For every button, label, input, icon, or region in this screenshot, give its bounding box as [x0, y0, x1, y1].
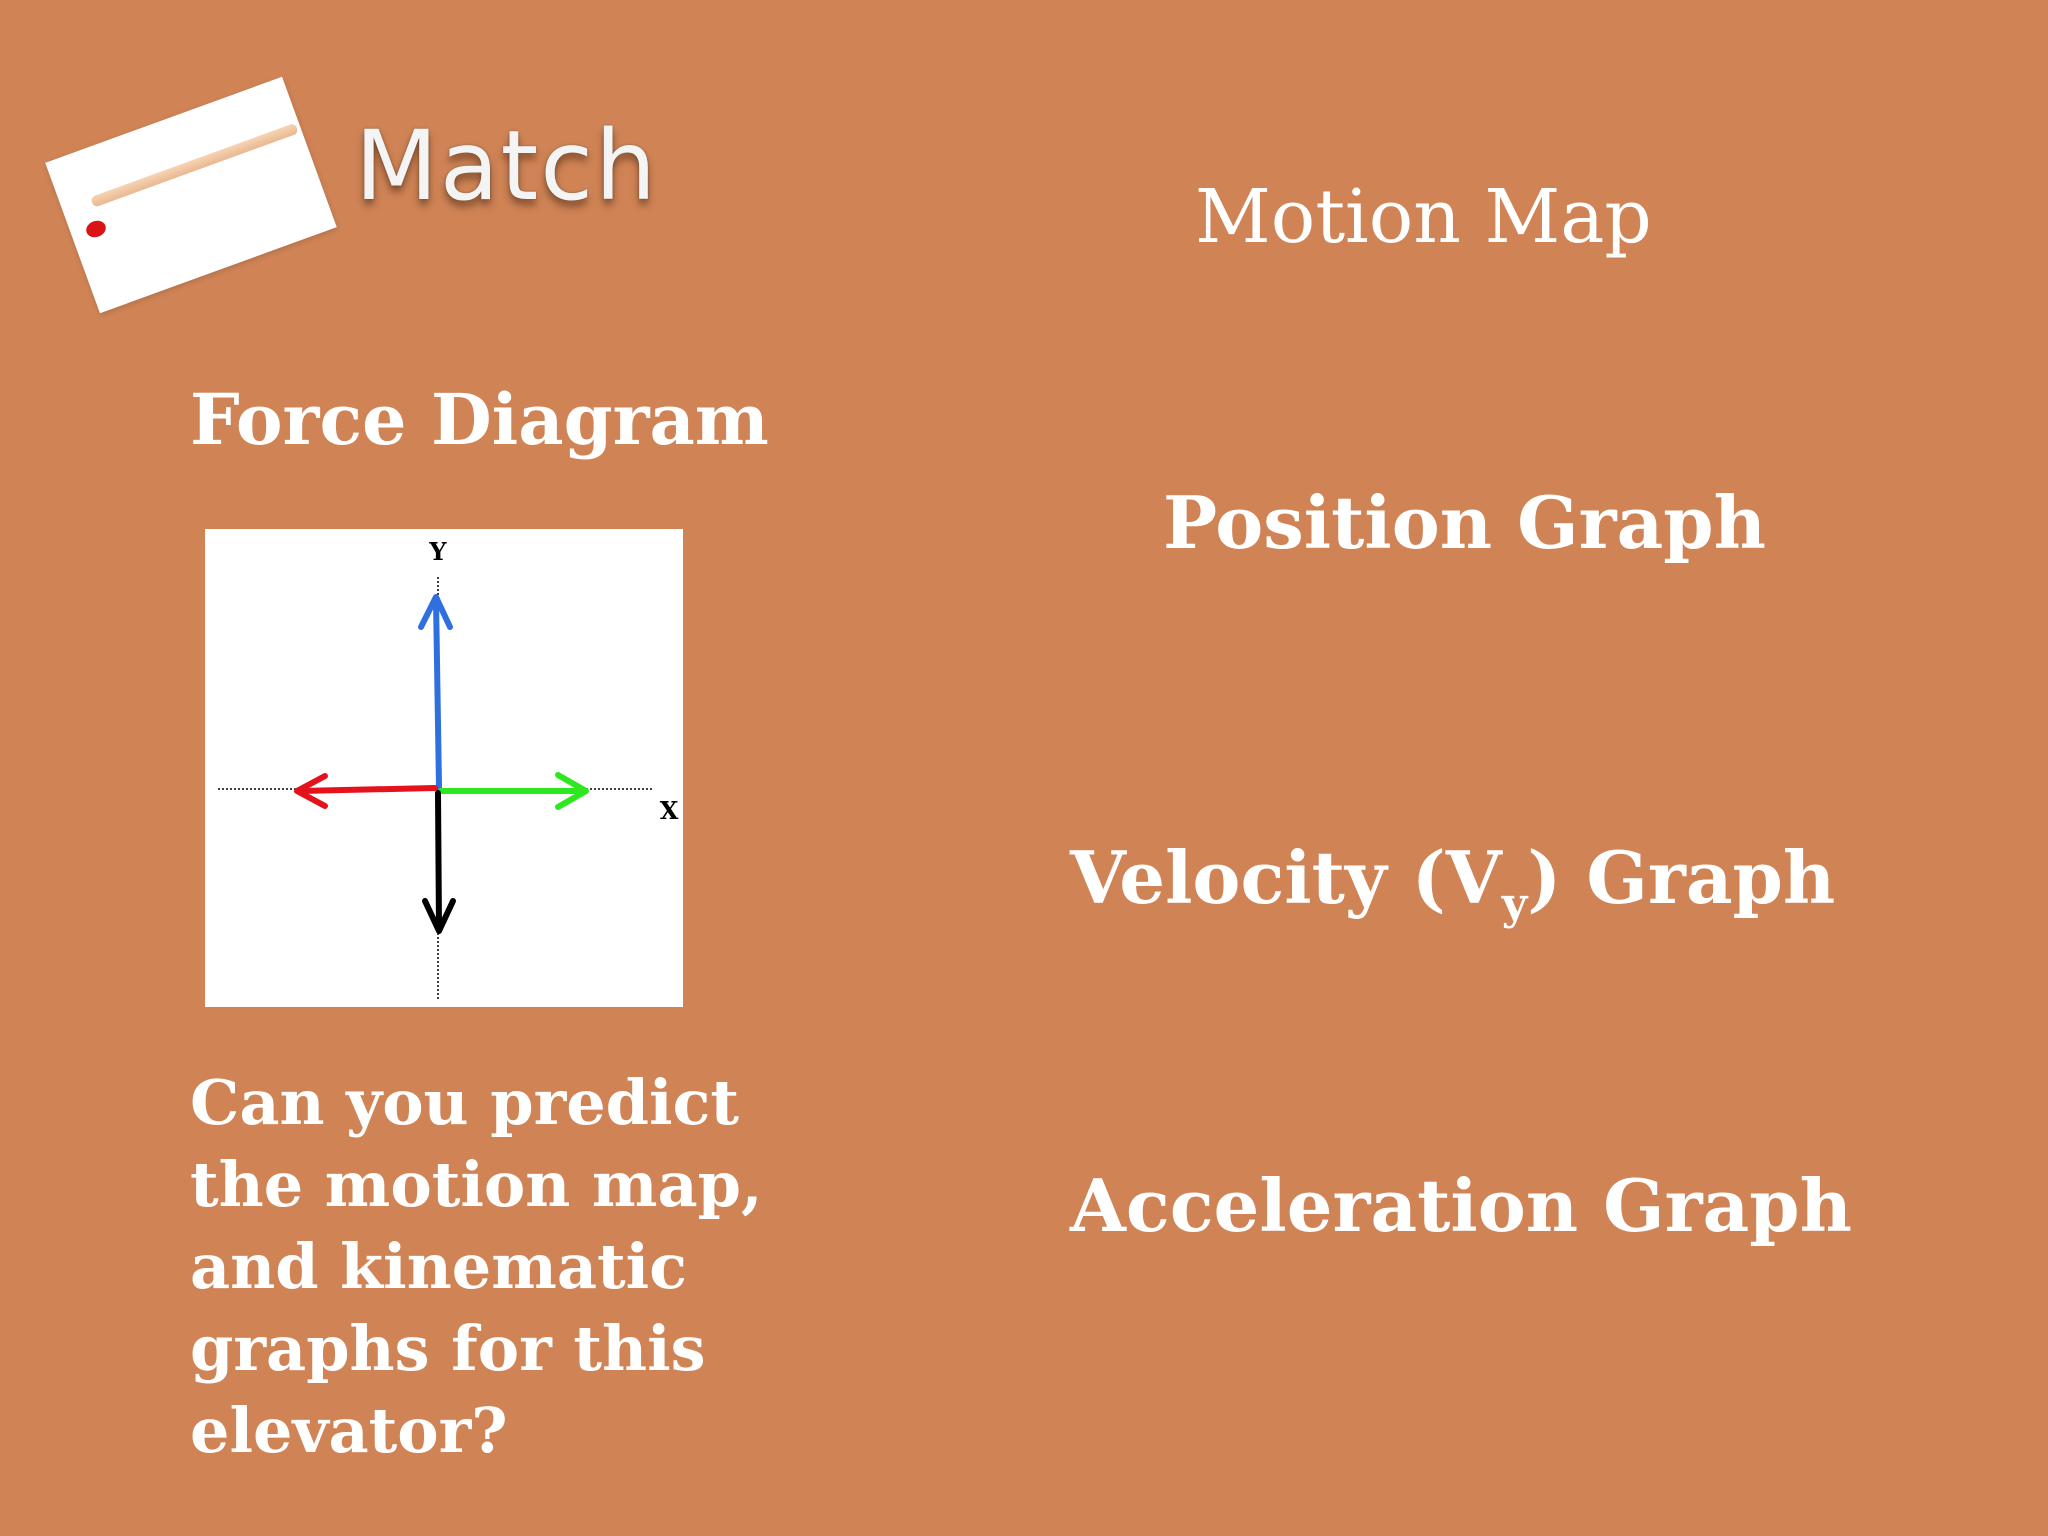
motion-map-label: Motion Map [1195, 174, 1652, 260]
velocity-graph-label: Velocity (Vy) Graph [1070, 842, 1835, 926]
velocity-label-suffix: ) Graph [1527, 835, 1836, 920]
slide-title: Match [355, 110, 658, 222]
match-icon [45, 76, 337, 314]
force-diagram-svg: Y X [218, 537, 679, 999]
y-axis-label: Y [428, 537, 447, 566]
velocity-label-prefix: Velocity (V [1070, 835, 1502, 920]
velocity-label-subscript: y [1501, 878, 1528, 930]
left-force-arrow [294, 773, 438, 809]
down-force-arrow [422, 790, 456, 934]
right-force-arrow [438, 772, 589, 810]
force-diagram: Y X [205, 529, 683, 1007]
force-diagram-label: Force Diagram [190, 378, 769, 461]
acceleration-graph-label: Acceleration Graph [1070, 1163, 1852, 1248]
x-axis-label: X [660, 796, 679, 825]
question-text: Can you predict the motion map, and kine… [190, 1066, 763, 1467]
position-graph-label: Position Graph [1163, 480, 1766, 565]
up-force-arrow [418, 594, 453, 790]
